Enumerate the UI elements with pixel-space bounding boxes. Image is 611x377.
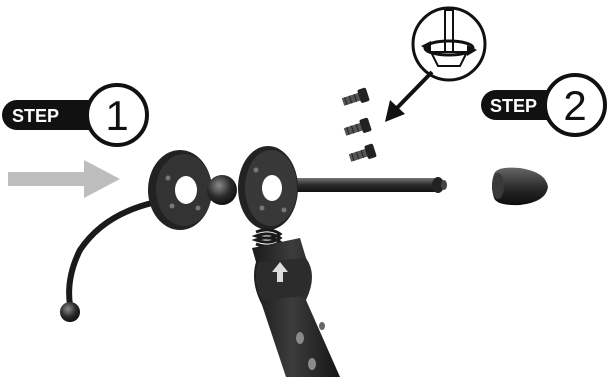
step-arrow xyxy=(8,160,120,198)
screw xyxy=(341,87,370,108)
screw xyxy=(343,117,372,138)
screws xyxy=(341,87,377,164)
step-1-badge: STEP 1 xyxy=(2,85,147,145)
handle xyxy=(252,238,340,377)
screw xyxy=(348,143,377,164)
step-1-number: 1 xyxy=(105,92,128,139)
screwdriver-rotate-icon xyxy=(413,8,485,80)
right-disc xyxy=(238,146,298,230)
arrow-icon xyxy=(385,72,432,122)
step-2-badge: STEP 2 xyxy=(481,75,605,135)
step-2-number: 2 xyxy=(563,82,586,129)
end-cap xyxy=(492,168,548,206)
ball-joint xyxy=(207,175,237,205)
step-2-word: STEP xyxy=(490,96,537,116)
step-1-word: STEP xyxy=(12,106,59,126)
left-disc xyxy=(148,150,212,230)
